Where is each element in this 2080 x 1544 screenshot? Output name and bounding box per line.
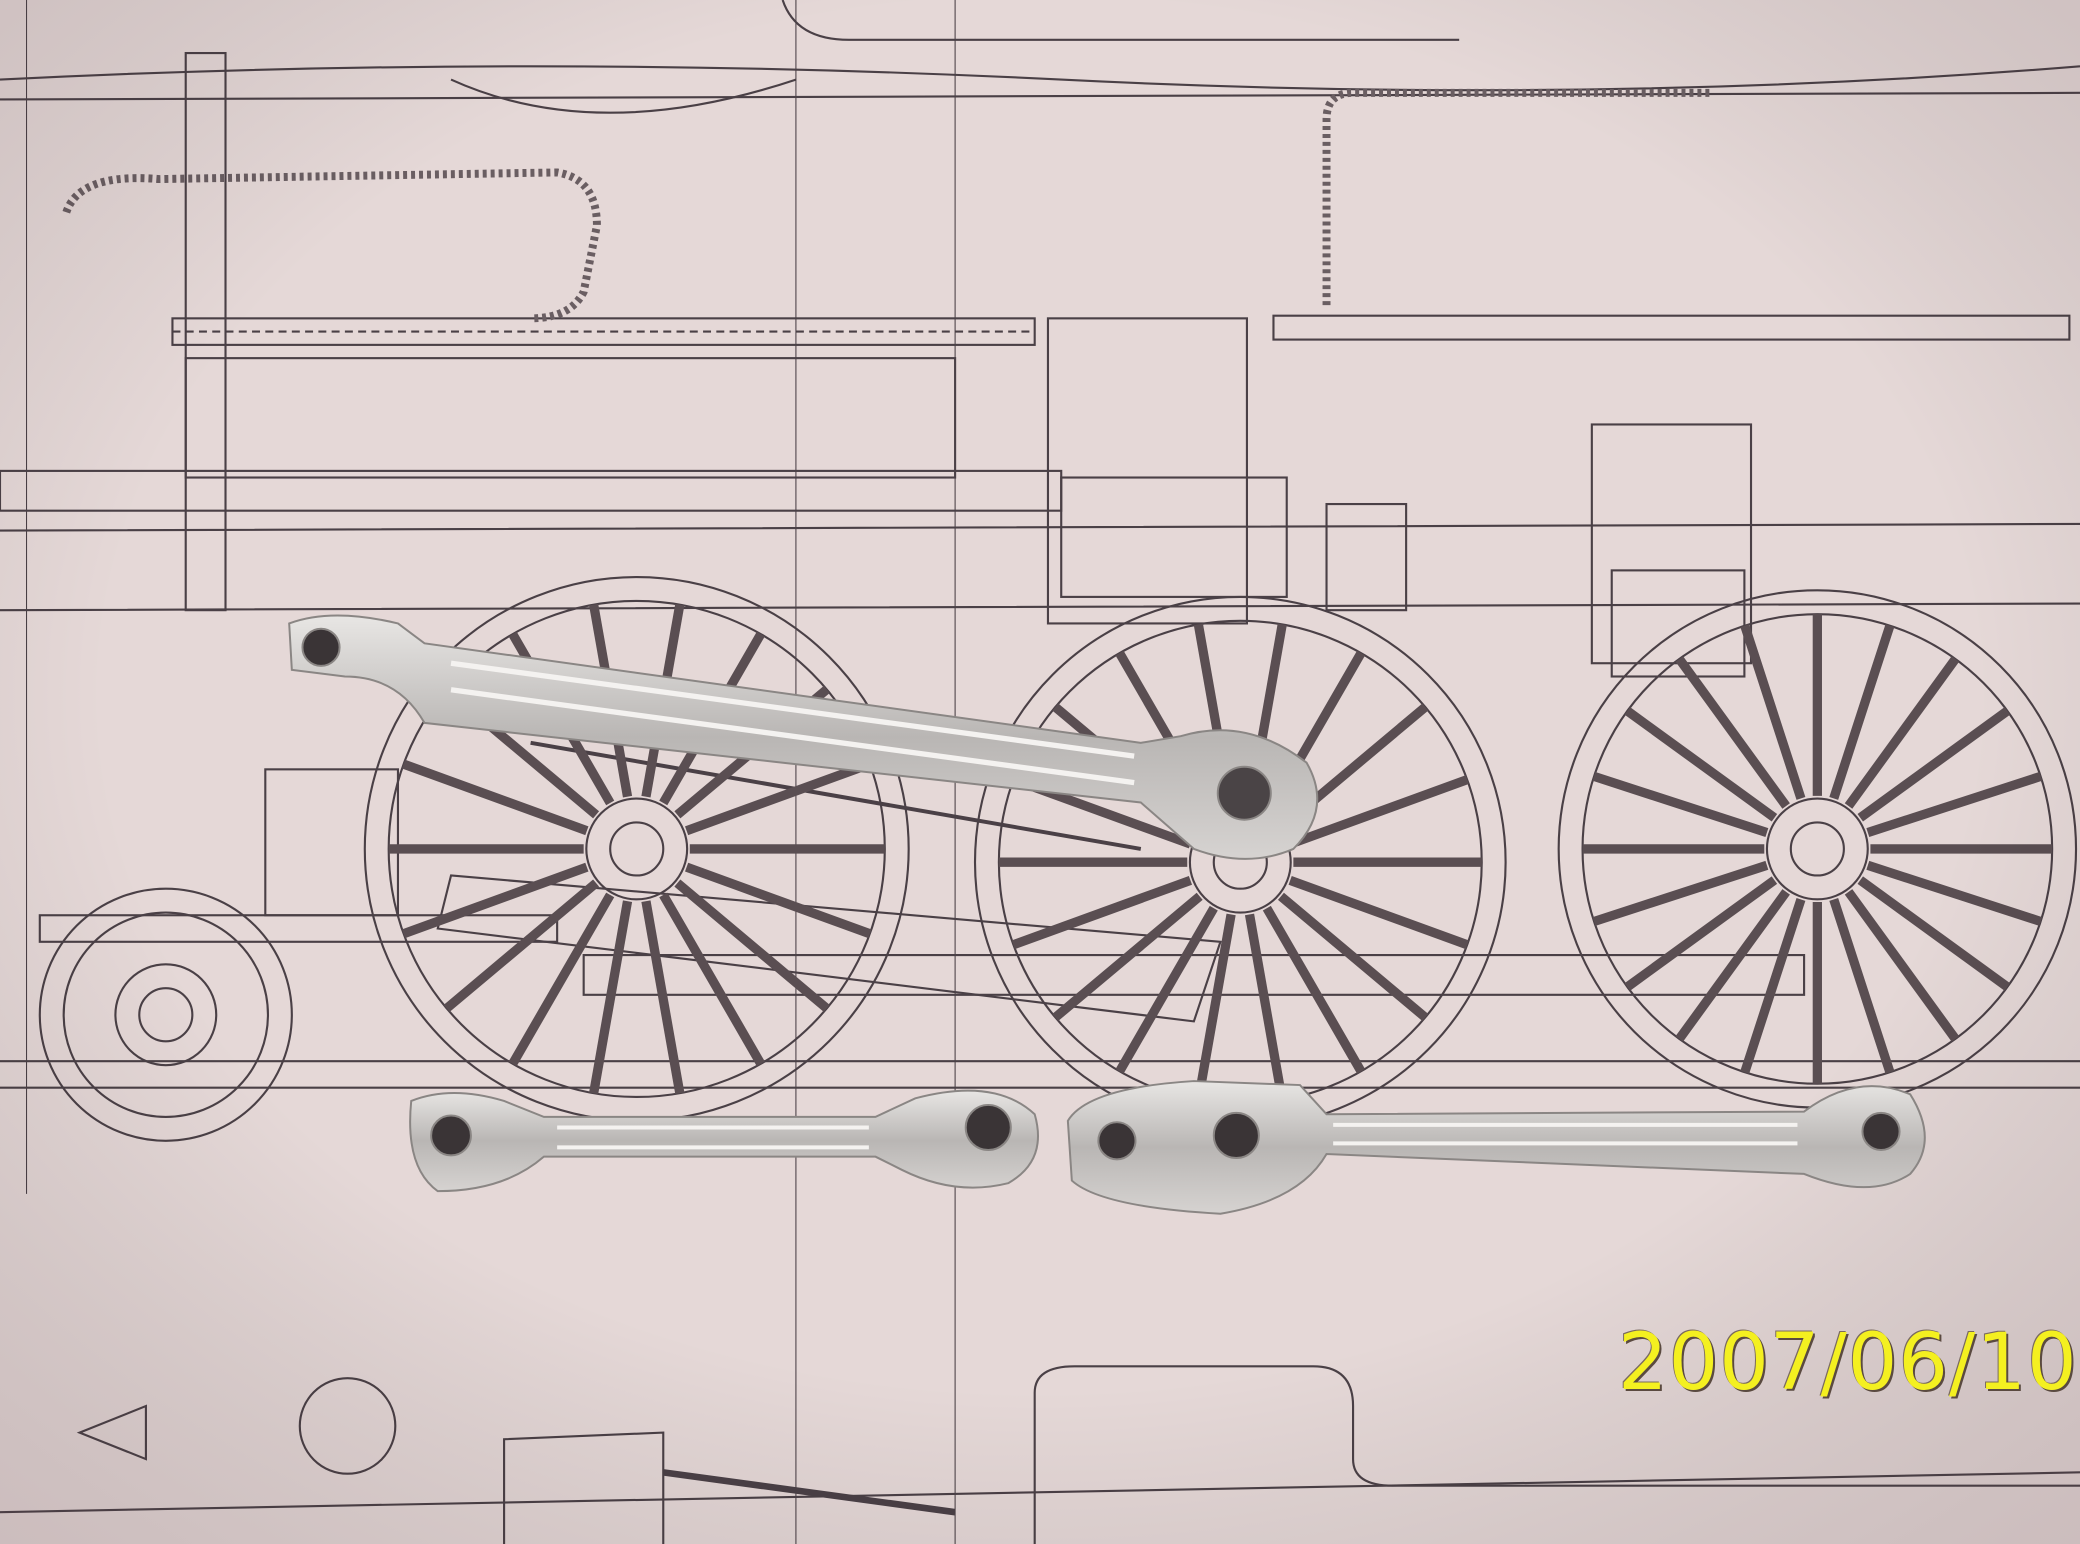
rod-short-lower-left — [409, 1089, 1039, 1193]
rod-lower-right — [1066, 1080, 1926, 1215]
date-stamp: 2007/06/10 — [1618, 1318, 2078, 1408]
rod-long-upper — [288, 614, 1319, 860]
